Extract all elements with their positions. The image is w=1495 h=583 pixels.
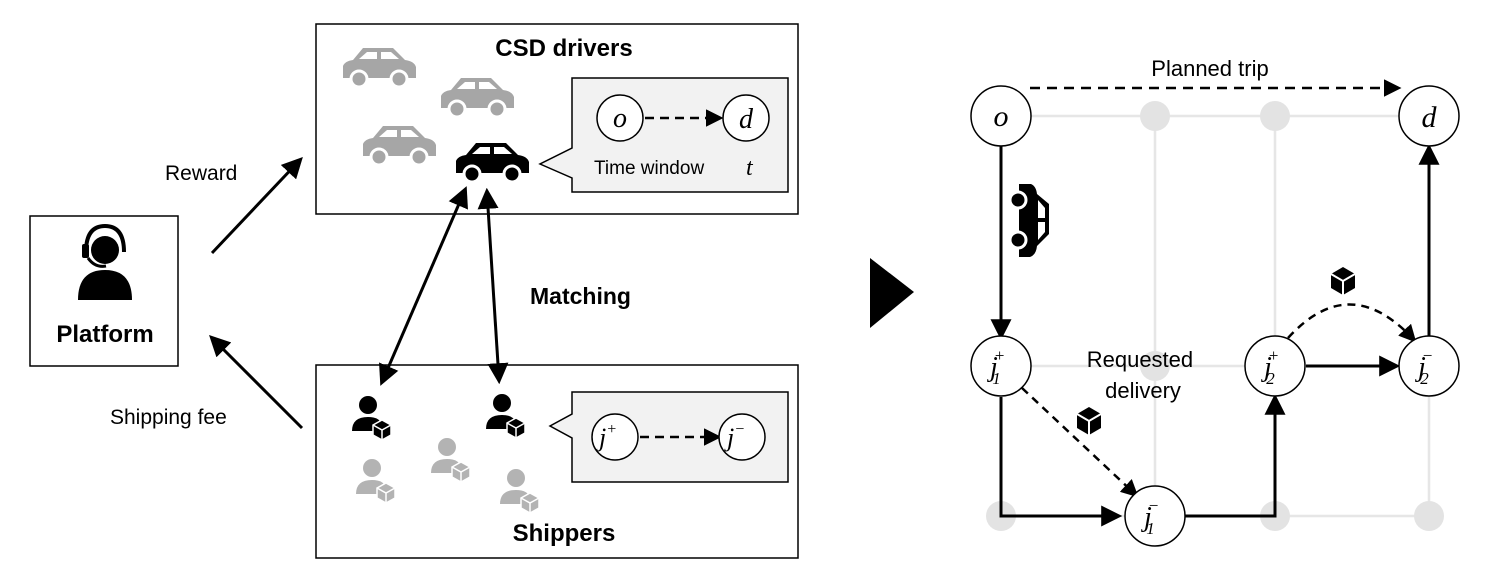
actual-route [990, 143, 1440, 527]
requested-delivery-line1: Requested [1087, 347, 1193, 372]
grid-intersection [986, 101, 1444, 531]
reward-arrow [210, 156, 303, 255]
matching-arrow [477, 187, 509, 385]
shippers-box: Shippers j+ j− [315, 364, 799, 559]
time-window-label: Time window [594, 158, 704, 179]
csd-drivers-label: CSD drivers [495, 35, 632, 62]
transition-arrow-icon [870, 258, 914, 328]
shipping-fee-label: Shipping fee [110, 406, 227, 429]
requested-delivery-label: Requested delivery [1087, 347, 1200, 403]
node-origin: o [970, 85, 1032, 147]
reward-label: Reward [165, 162, 237, 185]
node-destination: d [1398, 85, 1460, 147]
callout-dropoff-label: j− [724, 421, 745, 452]
csd-drivers-box: CSD drivers o d Time window t [315, 23, 799, 215]
requested-delivery-line2: delivery [1105, 378, 1181, 403]
shipper-request-callout: j+ j− [548, 391, 789, 483]
package-icon [1330, 266, 1356, 296]
shippers-label: Shippers [513, 520, 616, 547]
node-j1-pickup-label: j+1 [987, 346, 1005, 388]
operator-headset-icon [78, 223, 132, 300]
node-j1-pickup: j+1 [970, 335, 1032, 397]
node-destination-label: d [1422, 101, 1438, 134]
car-icon-route [1008, 182, 1051, 259]
node-j2-pickup: j+2 [1244, 335, 1306, 397]
requested-delivery-arrow-1 [1021, 387, 1139, 498]
node-j2-pickup-label: j+2 [1261, 346, 1279, 388]
callout-pickup-label: j+ [596, 421, 617, 452]
road-grid [999, 114, 1431, 518]
callout-origin-label: o [613, 103, 627, 134]
planned-trip-label: Planned trip [1151, 56, 1268, 81]
time-window-var: t [746, 155, 754, 181]
node-j2-dropoff: j−2 [1398, 335, 1460, 397]
platform-box: Platform [29, 215, 179, 367]
callout-destination-label: d [739, 104, 754, 135]
package-icon [1076, 406, 1102, 436]
shipping-fee-arrow [209, 335, 304, 430]
node-j1-dropoff: j−1 [1124, 485, 1186, 547]
requested-delivery-arrow-2 [1287, 303, 1417, 343]
node-j2-dropoff-label: j−2 [1415, 346, 1433, 388]
matching-label: Matching [530, 283, 631, 309]
driver-trip-callout: o d Time window t [538, 77, 789, 193]
matching-arrow [379, 186, 468, 386]
node-j1-dropoff-label: j−1 [1141, 496, 1159, 538]
node-origin-label: o [994, 100, 1009, 133]
platform-label: Platform [56, 321, 153, 348]
